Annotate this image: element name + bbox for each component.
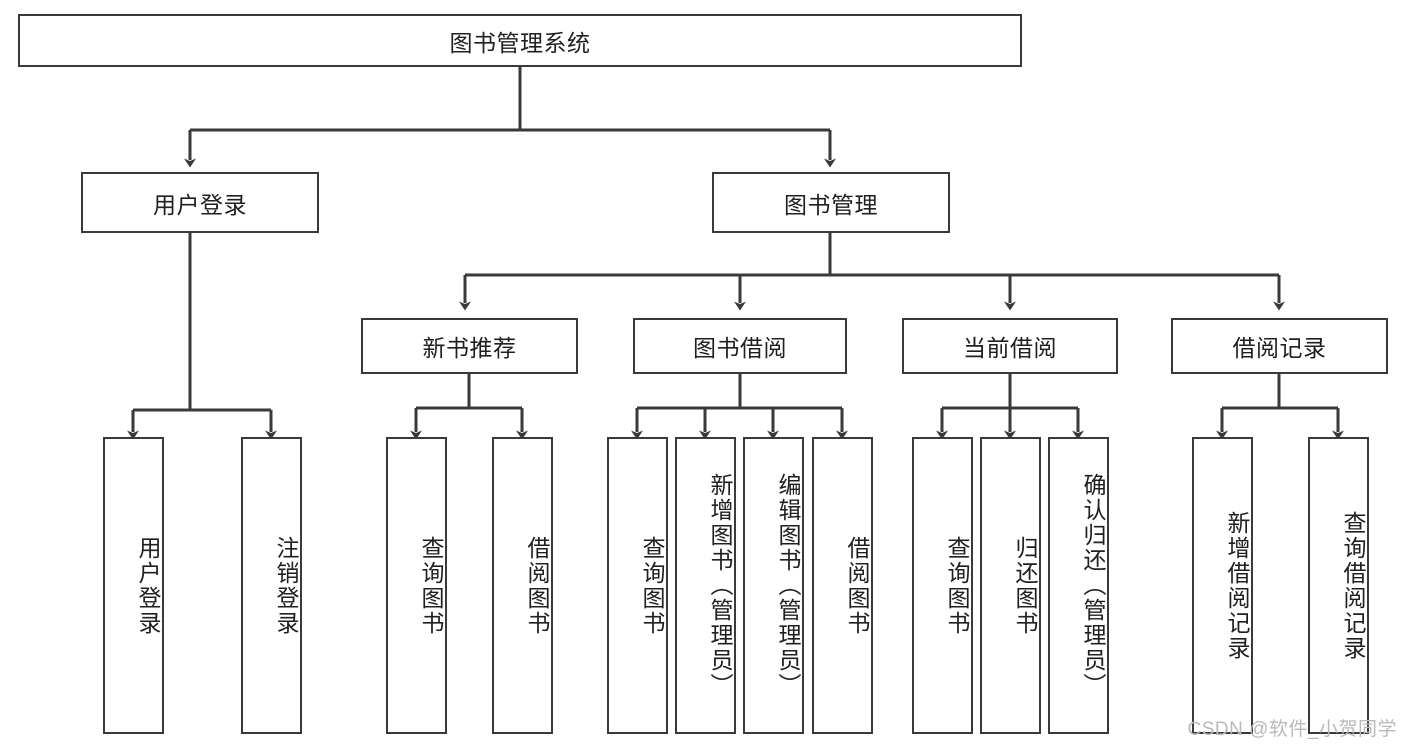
node-label: 查询图书 bbox=[944, 535, 970, 636]
node-leaf-logout-login[interactable]: 注销登录 bbox=[241, 437, 302, 734]
node-book-management-system[interactable]: 图书管理系统 bbox=[18, 14, 1022, 67]
node-book-management[interactable]: 图书管理 bbox=[712, 172, 950, 233]
node-leaf-add-book[interactable]: 新增图书（管理员） bbox=[675, 437, 736, 734]
node-label: 图书借阅 bbox=[693, 335, 787, 361]
node-leaf-borrow-book-1[interactable]: 借阅图书 bbox=[492, 437, 553, 734]
node-leaf-borrow-book-2[interactable]: 借阅图书 bbox=[812, 437, 873, 734]
node-leaf-return-book[interactable]: 归还图书 bbox=[980, 437, 1041, 734]
node-label: 归还图书 bbox=[1012, 535, 1038, 636]
node-label: 编辑图书（管理员） bbox=[775, 473, 801, 698]
node-borrow-record[interactable]: 借阅记录 bbox=[1171, 318, 1388, 374]
node-label: 新书推荐 bbox=[422, 335, 517, 361]
node-label: 新增图书（管理员） bbox=[707, 473, 733, 698]
node-leaf-confirm-return[interactable]: 确认归还（管理员） bbox=[1048, 437, 1109, 734]
node-book-borrow[interactable]: 图书借阅 bbox=[633, 318, 847, 374]
node-leaf-add-record[interactable]: 新增借阅记录 bbox=[1192, 437, 1253, 734]
node-label: 用户登录 bbox=[153, 191, 247, 218]
node-label: 查询借阅记录 bbox=[1340, 510, 1366, 661]
node-current-borrow[interactable]: 当前借阅 bbox=[902, 318, 1118, 374]
node-label: 借阅记录 bbox=[1232, 335, 1327, 361]
node-label: 查询图书 bbox=[639, 535, 665, 636]
node-label: 新增借阅记录 bbox=[1224, 510, 1250, 661]
node-label: 当前借阅 bbox=[963, 335, 1057, 361]
node-label: 用户登录 bbox=[135, 535, 161, 636]
node-label: 注销登录 bbox=[273, 535, 299, 636]
node-user-login[interactable]: 用户登录 bbox=[81, 172, 319, 233]
node-leaf-query-book-2[interactable]: 查询图书 bbox=[607, 437, 668, 734]
node-label: 借阅图书 bbox=[524, 535, 550, 636]
node-leaf-query-record[interactable]: 查询借阅记录 bbox=[1308, 437, 1369, 734]
node-leaf-query-book-3[interactable]: 查询图书 bbox=[912, 437, 973, 734]
node-label: 确认归还（管理员） bbox=[1080, 473, 1106, 698]
node-leaf-query-book-1[interactable]: 查询图书 bbox=[386, 437, 447, 734]
node-label: 查询图书 bbox=[418, 535, 444, 636]
node-label: 图书管理系统 bbox=[449, 29, 591, 56]
node-label: 图书管理 bbox=[784, 191, 878, 218]
node-leaf-user-login[interactable]: 用户登录 bbox=[103, 437, 164, 734]
csdn-watermark: CSDN @软件_小贺同学 bbox=[1187, 719, 1397, 740]
node-label: 借阅图书 bbox=[844, 535, 870, 636]
node-leaf-edit-book[interactable]: 编辑图书（管理员） bbox=[743, 437, 804, 734]
node-new-book-recommend[interactable]: 新书推荐 bbox=[361, 318, 578, 374]
